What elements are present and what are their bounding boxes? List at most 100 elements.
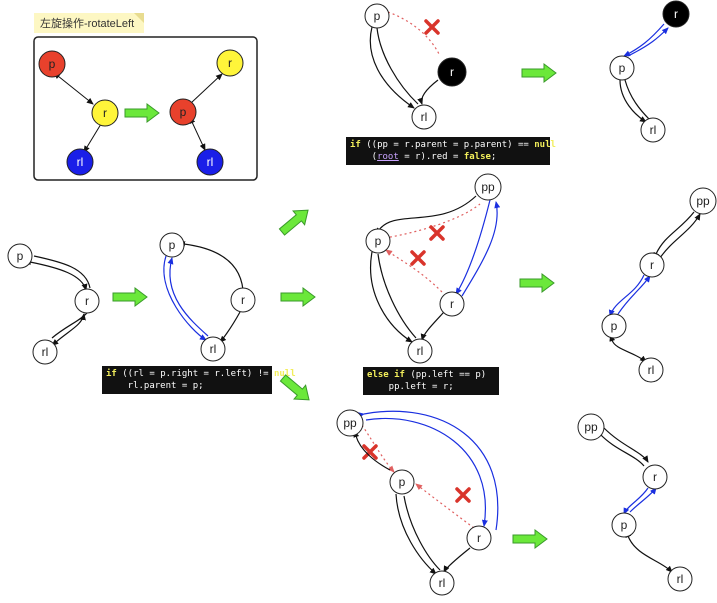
- svg-text:r: r: [103, 106, 107, 120]
- svg-text:rl: rl: [677, 572, 684, 586]
- resultA-node-rl: [640, 117, 666, 143]
- code-token: (pp.left == p): [404, 370, 487, 380]
- code-token: root: [377, 152, 399, 162]
- svg-text:p: p: [399, 475, 406, 489]
- code-token: false: [463, 152, 491, 162]
- node-rl: [32, 339, 58, 365]
- step1-node-rl: [200, 336, 226, 362]
- svg-text:r: r: [653, 470, 657, 484]
- svg-text:pp: pp: [481, 180, 495, 194]
- code-token: ;: [490, 152, 497, 162]
- caseB-node-r: [439, 291, 465, 317]
- svg-text:rl: rl: [77, 155, 84, 169]
- transition-arrow-root: [521, 63, 557, 83]
- result-root: r p rl: [609, 0, 690, 143]
- svg-text:pp: pp: [584, 420, 598, 434]
- code-token: ): [555, 140, 562, 150]
- resultC-node-r: [642, 464, 668, 490]
- svg-text:rl: rl: [42, 345, 49, 359]
- code-token: pp.left = r;: [367, 382, 454, 392]
- svg-text:rl: rl: [207, 155, 214, 169]
- code-token: else if: [367, 370, 405, 380]
- svg-text:p: p: [374, 9, 381, 23]
- caseC-node-rl: [429, 570, 455, 596]
- code-token: rl.parent = p;: [106, 381, 204, 391]
- resultB-node-p: [601, 313, 627, 339]
- caseA-node-p: [364, 3, 390, 29]
- svg-text:p: p: [621, 518, 628, 532]
- legend-node-p-after: [169, 98, 197, 126]
- transition-arrow-mid: [280, 287, 316, 307]
- legend-box: 左旋操作-rotateLeft p r rl r p rl: [33, 13, 258, 181]
- code-token: = r).red =: [398, 152, 464, 162]
- code-token: ): [295, 369, 302, 379]
- svg-text:rl: rl: [210, 342, 217, 356]
- node-p: [7, 243, 33, 269]
- case-root: p r rl: [364, 3, 467, 130]
- legend-node-rl-before: [66, 148, 94, 176]
- svg-text:p: p: [49, 57, 56, 71]
- svg-text:pp: pp: [343, 416, 357, 430]
- svg-text:r: r: [85, 294, 89, 308]
- stage-initial: p r rl: [7, 243, 100, 365]
- step1-node-p: [159, 232, 185, 258]
- transition-arrow-right: [512, 529, 548, 549]
- svg-text:r: r: [450, 297, 454, 311]
- stage-step1: p r rl: [159, 232, 256, 362]
- svg-text:r: r: [650, 258, 654, 272]
- svg-text:p: p: [619, 61, 626, 75]
- caseA-node-rl: [411, 104, 437, 130]
- result-left: pp r p rl: [601, 187, 717, 383]
- resultC-node-p: [611, 512, 637, 538]
- code-token: null: [273, 369, 296, 379]
- caseC-node-p: [389, 469, 415, 495]
- caseA-node-r: [437, 57, 467, 87]
- caseC-node-r: [466, 525, 492, 551]
- svg-text:r: r: [674, 7, 678, 21]
- code-token: if: [350, 140, 361, 150]
- caseB-node-p: [365, 228, 391, 254]
- svg-text:rl: rl: [650, 123, 657, 137]
- code-block-rl-parent: if ((rl = p.right = r.left) != null) rl.…: [102, 366, 301, 394]
- note-title: 左旋操作-rotateLeft: [40, 16, 134, 30]
- svg-text:rl: rl: [648, 363, 655, 377]
- node-r: [74, 288, 100, 314]
- legend-node-p-before: [38, 50, 66, 78]
- resultA-node-r: [662, 0, 690, 28]
- code-block-pp-left: else if (pp.left == p) pp.left = r;: [363, 367, 499, 395]
- result-right: pp r p rl: [577, 413, 693, 592]
- caseC-node-pp: [336, 409, 364, 437]
- transition-arrow-left: [519, 273, 555, 293]
- svg-text:p: p: [180, 105, 187, 119]
- code-block-root: if ((pp = r.parent = p.parent) == null) …: [346, 137, 561, 165]
- note-tag: [34, 13, 144, 33]
- svg-text:p: p: [169, 238, 176, 252]
- svg-text:r: r: [477, 531, 481, 545]
- legend-node-r-before: [91, 99, 119, 127]
- code-token: null: [534, 140, 556, 150]
- resultC-node-pp: [577, 413, 605, 441]
- legend-node-rl-after: [196, 148, 224, 176]
- code-token: ((rl = p.right = r.left) !=: [116, 369, 274, 379]
- svg-text:r: r: [228, 56, 232, 70]
- code-token: ((pp = r.parent = p.parent) ==: [360, 140, 535, 150]
- step1-node-r: [230, 287, 256, 313]
- case-right: pp p r rl: [336, 409, 499, 596]
- svg-text:rl: rl: [421, 110, 428, 124]
- svg-text:p: p: [375, 234, 382, 248]
- svg-text:r: r: [241, 293, 245, 307]
- svg-text:p: p: [17, 249, 24, 263]
- resultB-node-pp: [689, 187, 717, 215]
- case-left: pp p r rl: [365, 173, 502, 364]
- resultB-node-r: [639, 252, 665, 278]
- caseB-node-pp: [474, 173, 502, 201]
- transition-arrow-up: [275, 202, 315, 240]
- svg-text:rl: rl: [439, 576, 446, 590]
- svg-text:p: p: [611, 319, 618, 333]
- code-token: if: [106, 369, 117, 379]
- code-token: (: [350, 152, 378, 162]
- resultC-node-rl: [667, 566, 693, 592]
- svg-text:rl: rl: [417, 344, 424, 358]
- legend-node-r-after: [216, 49, 244, 77]
